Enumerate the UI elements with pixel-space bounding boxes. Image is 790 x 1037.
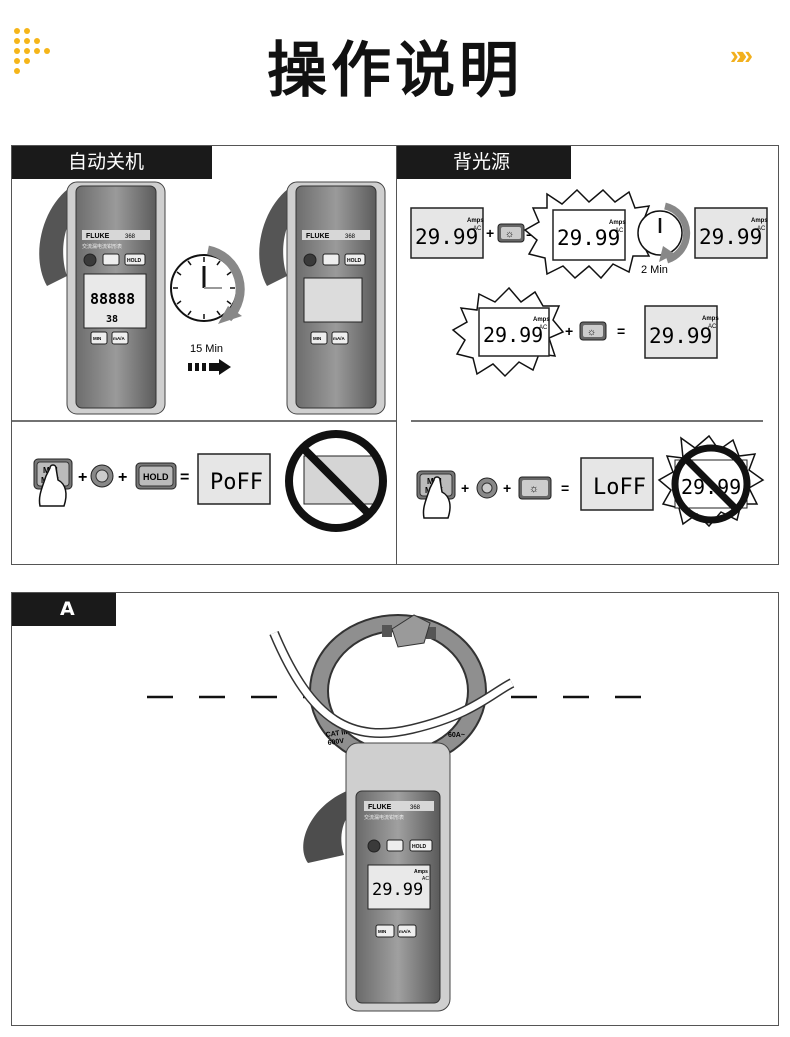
main-hold-label: HOLD	[412, 844, 427, 850]
svg-text:Amps: Amps	[751, 218, 768, 224]
svg-text:AC: AC	[473, 226, 482, 232]
loff-display	[580, 457, 654, 511]
auto-off-illustration: FLUKE 368 交流漏电流钳形表 HOLD 88888 38 MIN mA/…	[12, 181, 398, 532]
backlight-panel: 背光源 29.99 Amps AC + ☼ = 29.99 Amps AC	[396, 145, 779, 565]
loff-text: LoFF	[593, 475, 646, 500]
svg-text:Amps: Amps	[533, 317, 550, 323]
section-a-illustration: CAT III 600V 60A~ FLUKE 368 交流漏电流钳形表 HOL…	[147, 614, 657, 1012]
meter-model: 368	[125, 234, 136, 240]
lcd-display-4: 29.99 Amps AC	[644, 305, 719, 359]
current-rating: 60A~	[448, 732, 465, 739]
svg-text:Amps: Amps	[702, 316, 719, 322]
svg-text:AC: AC	[757, 226, 766, 232]
no-backlight-icon: 29.99	[657, 434, 765, 528]
main-units-ac: AC	[422, 876, 429, 882]
svg-text:Amps: Amps	[609, 220, 626, 226]
cable	[270, 631, 514, 737]
svg-text:29.99: 29.99	[483, 323, 543, 347]
svg-text:=: =	[561, 480, 569, 496]
section-a-panel: A CAT III 600V 60A~ FLUKE	[11, 592, 779, 1026]
plus-sign: +	[78, 469, 87, 486]
svg-text:☼: ☼	[505, 229, 514, 240]
poff-text: PoFF	[210, 470, 263, 495]
meter-main: FLUKE 368 交流漏电流钳形表 HOLD 29.99 Amps AC MI…	[303, 742, 451, 1012]
svg-text:Amps: Amps	[467, 218, 484, 224]
arrow-right-icon	[188, 359, 231, 375]
auto-off-tab: 自动关机	[12, 146, 212, 179]
meter-hold-label: HOLD	[127, 258, 142, 264]
svg-text:29.99: 29.99	[699, 225, 762, 249]
hold-button-icon: HOLD	[135, 462, 177, 490]
chevron-right-icon: »»	[730, 40, 753, 70]
svg-text:29.99: 29.99	[649, 324, 712, 348]
svg-text:+: +	[461, 480, 469, 496]
poff-display	[197, 453, 271, 505]
hold-label: HOLD	[143, 472, 169, 482]
backlight-tab: 背光源	[397, 146, 571, 179]
backlight-illustration: 29.99 Amps AC + ☼ = 29.99 Amps AC 2 Min …	[410, 188, 768, 528]
backlight-button-icon-3: ☼	[518, 476, 552, 500]
svg-text:+: +	[503, 480, 511, 496]
main-ma-label: mA/A	[399, 929, 412, 934]
page-title: 操作说明	[267, 36, 523, 106]
meter-min-label: MIN	[93, 336, 101, 341]
lcd-display-lit: 29.99 Amps AC	[523, 188, 657, 280]
svg-text:☼: ☼	[587, 327, 596, 338]
meter-subtitle: 交流漏电流钳形表	[82, 243, 122, 250]
plus-sign-2: +	[118, 469, 127, 486]
section-a-tab: A	[12, 593, 116, 626]
main-min-label: MIN	[378, 929, 386, 934]
svg-text:+: +	[565, 323, 573, 339]
svg-text:AC: AC	[708, 324, 717, 330]
min-max-button-icon: MIN MAX	[33, 458, 73, 507]
meter-on: FLUKE 368 交流漏电流钳形表 HOLD 88888 38 MIN mA/…	[39, 181, 166, 415]
main-model: 368	[410, 805, 421, 811]
cat-rating: CAT III	[325, 729, 347, 739]
main-units-amps: Amps	[414, 869, 428, 875]
svg-text:=: =	[617, 323, 625, 339]
main-subtitle: 交流漏电流钳形表	[364, 814, 404, 821]
main-display-value: 29.99	[372, 880, 423, 900]
main-brand: FLUKE	[368, 804, 392, 811]
timer-2-label: 2 Min	[641, 264, 668, 276]
lcd-display-3: 29.99 Amps AC	[694, 207, 768, 259]
svg-text:☼: ☼	[529, 483, 539, 495]
voltage-rating: 600V	[327, 738, 344, 747]
lcd-display-1: 29.99 Amps AC	[410, 207, 484, 259]
meter-off-hold-label: HOLD	[347, 258, 362, 264]
backlight-button-icon-2: ☼	[579, 321, 607, 341]
svg-text:AC: AC	[615, 228, 624, 234]
svg-text:29.99: 29.99	[415, 225, 478, 249]
svg-text:+: +	[486, 225, 494, 241]
svg-text:AC: AC	[539, 325, 548, 331]
svg-text:29.99: 29.99	[557, 226, 620, 250]
timer-15-label: 15 Min	[190, 343, 223, 355]
power-button-icon	[90, 464, 114, 488]
no-display-icon	[285, 430, 387, 532]
backlight-button-icon: ☼	[497, 223, 525, 243]
meter-display-sub: 38	[106, 314, 118, 325]
decor-dots-icon	[14, 28, 50, 74]
meter-off-ma-label: mA/A	[333, 336, 346, 341]
power-button-icon-2	[476, 477, 498, 499]
auto-off-panel: 自动关机 FLUKE 368 交流漏电流钳形表 HOLD 88888 38 MI	[11, 145, 399, 565]
meter-off-min-label: MIN	[313, 336, 321, 341]
meter-off-brand: FLUKE	[306, 233, 330, 240]
meter-off: FLUKE 368 HOLD MIN mA/A	[259, 181, 386, 415]
min-max-button-icon-2: MIN MAX	[416, 470, 456, 519]
equals-sign: =	[180, 469, 189, 486]
lcd-display-lit-2: 29.99 Amps AC	[451, 286, 565, 378]
timer-2-icon	[637, 202, 691, 264]
meter-ma-label: mA/A	[113, 336, 126, 341]
meter-display-value: 88888	[90, 290, 135, 308]
timer-15-icon	[170, 245, 245, 324]
meter-brand: FLUKE	[86, 233, 110, 240]
meter-off-model: 368	[345, 234, 356, 240]
